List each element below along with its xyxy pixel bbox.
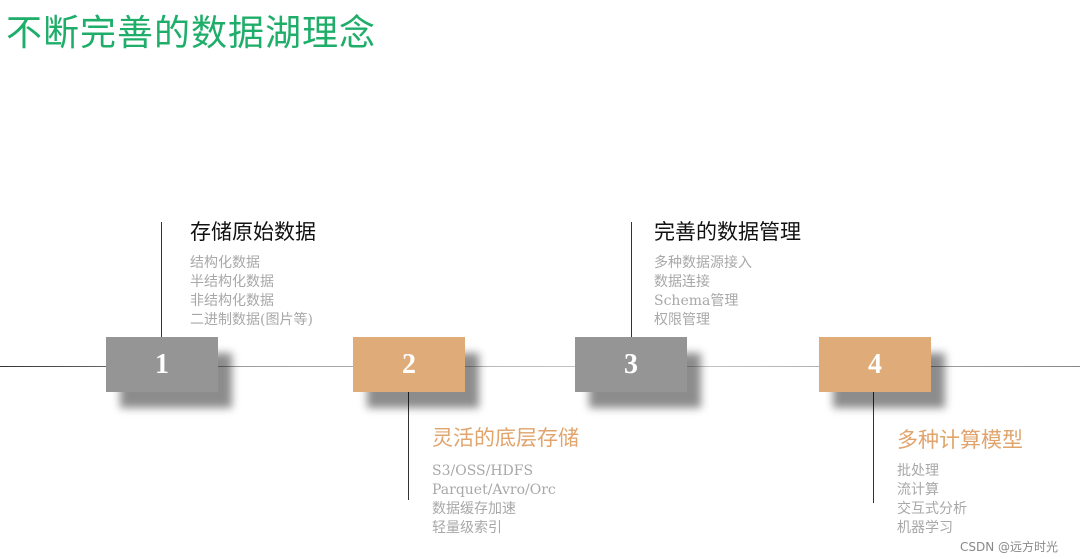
list-item: 权限管理 [654, 312, 710, 328]
connector-line-3 [631, 222, 632, 337]
list-item: 数据缓存加速 [432, 501, 516, 517]
list-item: 二进制数据(图片等) [190, 312, 313, 328]
list-item: 批处理 [897, 463, 939, 479]
connector-line-4 [873, 392, 874, 503]
list-item: 非结构化数据 [190, 293, 274, 309]
connector-line-1 [161, 222, 162, 337]
step-heading-4: 多种计算模型 [897, 428, 1023, 452]
step-heading-2: 灵活的底层存储 [432, 426, 579, 450]
step-box-3: 3 [575, 337, 687, 392]
timeline-axis [0, 366, 1080, 367]
list-item: 流计算 [897, 482, 939, 498]
step-box-4: 4 [819, 337, 931, 392]
list-item: 结构化数据 [190, 255, 260, 271]
list-item: 轻量级索引 [432, 520, 502, 536]
list-item: 数据连接 [654, 274, 710, 290]
list-item: 半结构化数据 [190, 274, 274, 290]
list-item: Parquet/Avro/Orc [432, 482, 556, 498]
connector-line-2 [408, 392, 409, 500]
page-title: 不断完善的数据湖理念 [6, 13, 377, 54]
list-item: S3/OSS/HDFS [432, 463, 534, 479]
list-item: 交互式分析 [897, 501, 967, 517]
step-items-4: 批处理 流计算 交互式分析 机器学习 [897, 462, 967, 538]
step-heading-3: 完善的数据管理 [654, 220, 801, 244]
watermark: CSDN @远方时光 [960, 540, 1059, 554]
step-items-1: 结构化数据 半结构化数据 非结构化数据 二进制数据(图片等) [190, 254, 313, 330]
step-items-2: S3/OSS/HDFS Parquet/Avro/Orc 数据缓存加速 轻量级索… [432, 462, 556, 538]
step-box-2: 2 [353, 337, 465, 392]
step-box-1: 1 [106, 337, 218, 392]
list-item: Schema管理 [654, 293, 739, 309]
list-item: 机器学习 [897, 520, 953, 536]
step-items-3: 多种数据源接入 数据连接 Schema管理 权限管理 [654, 254, 752, 330]
step-heading-1: 存储原始数据 [190, 220, 316, 244]
list-item: 多种数据源接入 [654, 255, 752, 271]
